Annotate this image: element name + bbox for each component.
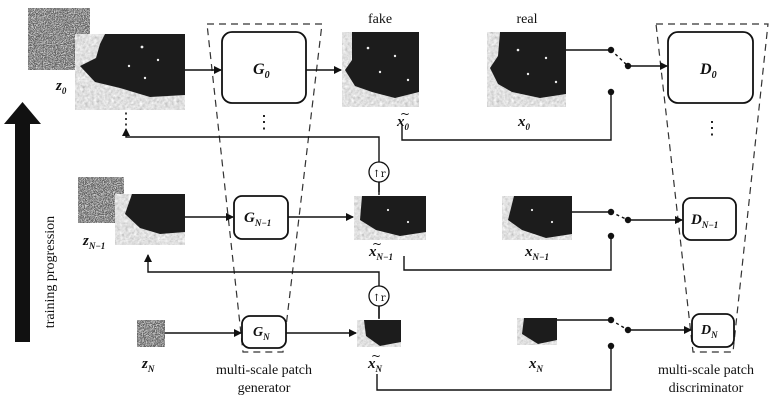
- var-xtilden: xN: [367, 356, 383, 374]
- upsample-symbol-row1: ↑r: [372, 169, 385, 180]
- discriminator-dn1-label: DN−1: [690, 212, 718, 230]
- input-image-row0: [75, 34, 185, 110]
- var-z0: z0: [55, 78, 67, 96]
- generator-g0-box: [221, 31, 307, 104]
- fake-image-row0: [342, 32, 419, 107]
- generator-gn1-label: GN−1: [244, 210, 271, 228]
- real-image-row2: [517, 318, 557, 345]
- var-xtilden1-accent: ~: [372, 237, 382, 251]
- fake-image-row2: [357, 320, 401, 347]
- var-zn: zN: [141, 356, 155, 374]
- ellipsis-discriminator: ⋮: [703, 118, 721, 139]
- var-xn1: xN−1: [524, 244, 549, 262]
- generator-g0-label: G0: [253, 61, 270, 81]
- upsample-symbol-row2: ↑r: [372, 293, 385, 304]
- var-xn: xN: [528, 356, 544, 374]
- noise-image-zn: [137, 320, 165, 347]
- discriminator-trapezoid: [655, 23, 769, 353]
- var-zn1: zN−1: [82, 233, 105, 251]
- discriminator-caption-line1: multi-scale patch: [658, 363, 754, 378]
- var-xtilde0-accent: ~: [400, 107, 410, 121]
- fake-image-row1: [354, 196, 426, 240]
- generator-caption-line1: multi-scale patch: [216, 363, 312, 378]
- input-image-row1: [115, 194, 185, 245]
- training-progression-label: training progression: [43, 216, 58, 328]
- real-image-row1: [502, 196, 572, 240]
- var-xtilden1: xN−1: [368, 244, 393, 262]
- discriminator-dn-box: [691, 313, 735, 348]
- generator-gn-label: GN: [253, 325, 270, 342]
- real-image-row0: [487, 32, 566, 107]
- discriminator-d0-label: D0: [699, 61, 717, 81]
- real-label: real: [517, 12, 538, 27]
- discriminator-caption-line2: discriminator: [669, 381, 744, 396]
- generator-caption-line2: generator: [238, 381, 291, 396]
- discriminator-d0-box: [667, 31, 754, 104]
- discriminator-dn-label: DN: [700, 323, 718, 340]
- training-progression-arrow: [4, 102, 41, 342]
- ellipsis-generator: ⋮: [255, 112, 273, 133]
- var-x0: x0: [517, 114, 531, 132]
- var-xtilde0: x0: [396, 114, 410, 132]
- discriminator-dn1-box: [682, 197, 737, 241]
- generator-trapezoid: [206, 23, 323, 353]
- var-xtilden-accent: ~: [371, 349, 381, 363]
- switch-dots: [607, 46, 632, 350]
- fake-label: fake: [368, 12, 392, 27]
- ellipsis-input: ⋮: [118, 109, 134, 128]
- generator-gn-box: [241, 315, 287, 349]
